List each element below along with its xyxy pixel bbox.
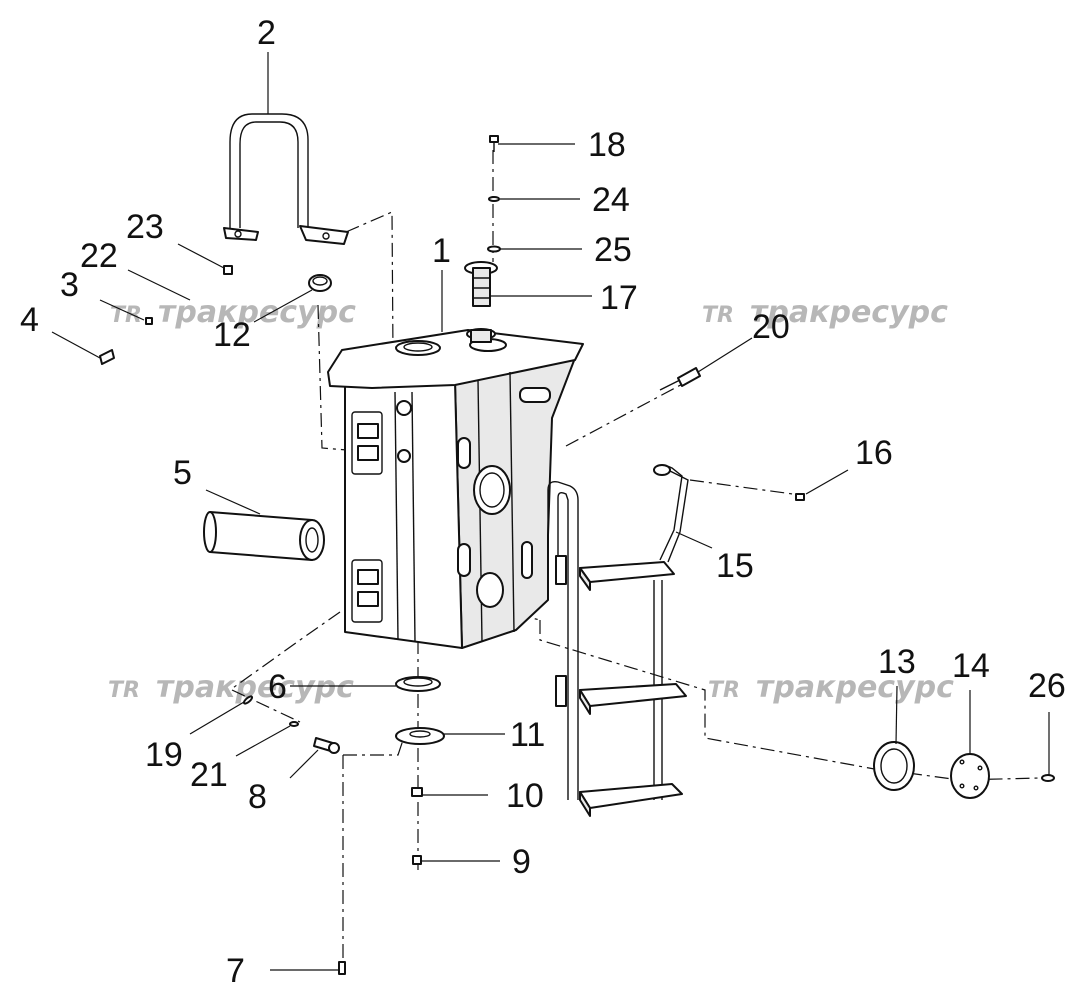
callout-24: 24 [592,181,630,219]
callout-19: 19 [145,736,183,774]
watermark: TR тракресурс [108,670,354,705]
callout-3: 3 [60,266,79,304]
watermark-logo: TR [108,678,140,703]
watermark: TR тракресурс [702,295,948,330]
upper-handrail [223,113,349,245]
watermark-text: тракресурс [756,670,954,705]
callout-12: 12 [213,316,251,354]
callout-labels: 2 1 18 24 25 17 20 16 15 23 22 3 4 12 5 … [20,14,1066,990]
callout-6: 6 [268,668,287,706]
callout-26: 26 [1028,667,1066,705]
watermark-logo: TR [702,303,734,328]
callout-20: 20 [752,308,790,346]
tube [203,511,325,561]
callout-25: 25 [594,231,632,269]
callout-13: 13 [878,643,916,681]
callout-7: 7 [226,952,245,990]
callout-5: 5 [173,454,192,492]
callout-11: 11 [510,716,545,754]
side-handrail [653,464,689,563]
fuel-tank [327,329,584,649]
callout-10: 10 [506,777,544,815]
callout-8: 8 [248,778,267,816]
ladder [547,480,687,817]
drain-assembly [242,676,445,975]
callout-4: 4 [20,301,39,339]
callout-23: 23 [126,208,164,246]
fasteners-top [99,135,1055,782]
cap [308,274,332,292]
callout-14: 14 [952,647,990,685]
callout-17: 17 [600,279,638,317]
callout-16: 16 [855,434,893,472]
callout-2: 2 [257,14,276,52]
leader-lines [51,52,1050,971]
callout-9: 9 [512,843,531,881]
watermark-text: тракресурс [750,295,948,330]
callout-1: 1 [432,232,451,270]
watermark: TR тракресурс [110,295,356,330]
watermark-logo: TR [708,678,740,703]
watermark-text: тракресурс [158,295,356,330]
callout-18: 18 [588,126,626,164]
watermark: TR тракресурс [708,670,954,705]
callout-15: 15 [716,547,754,585]
watermark-text: тракресурс [156,670,354,705]
callout-22: 22 [80,237,118,275]
filler-neck [464,261,498,343]
callout-21: 21 [190,756,228,794]
inspection-cover [873,741,990,799]
